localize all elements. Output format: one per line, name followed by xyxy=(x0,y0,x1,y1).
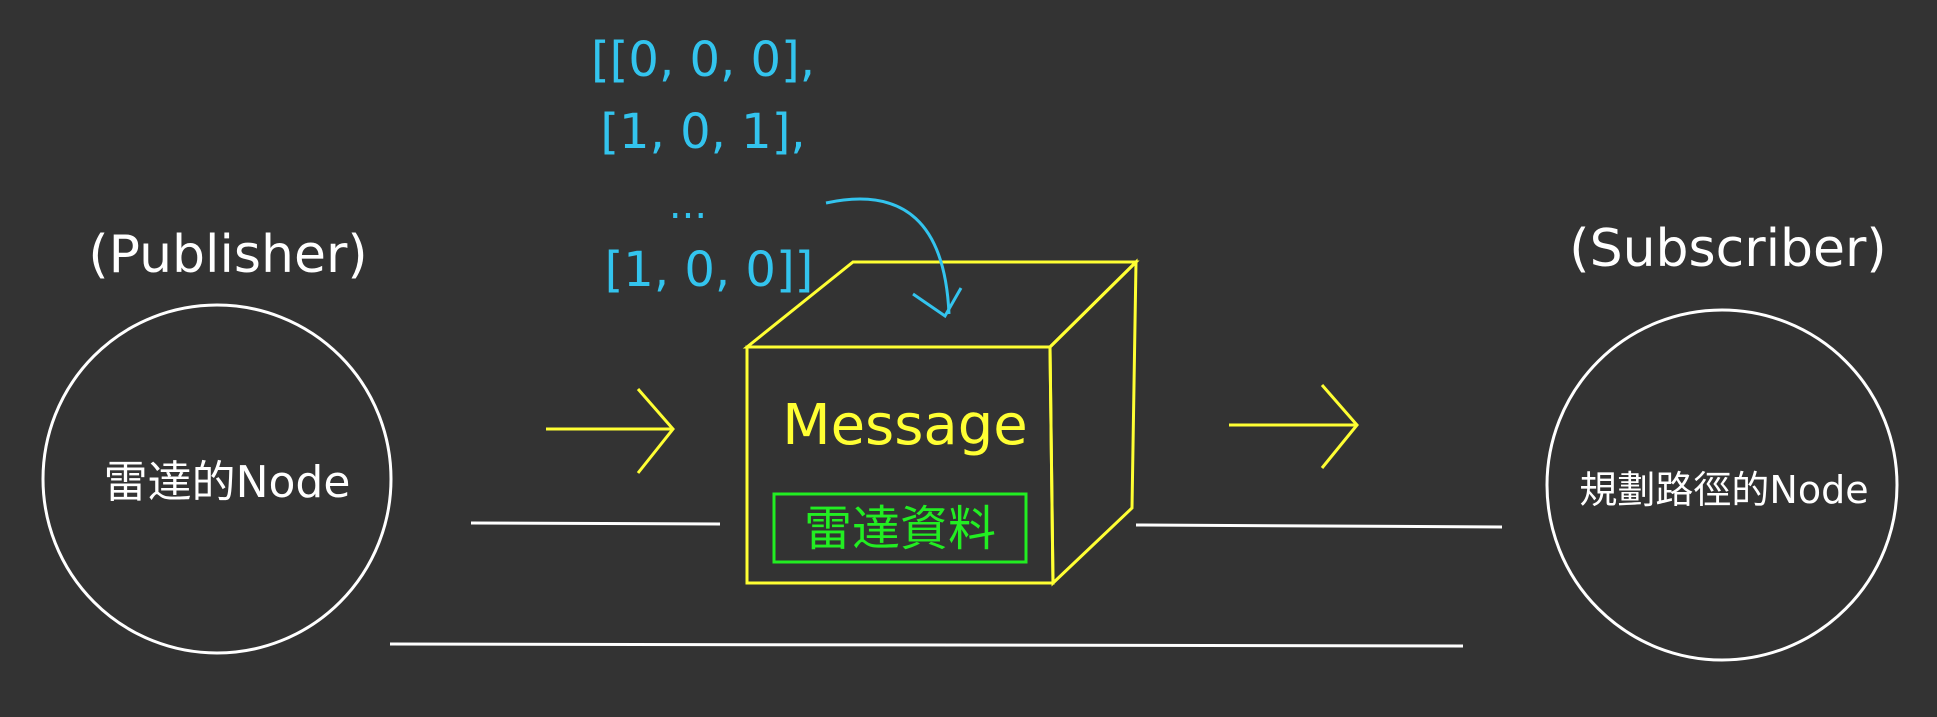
matrix-line-4: [1, 0, 0]] xyxy=(605,242,814,298)
subscriber-node-label: 規劃路徑的Node xyxy=(1579,468,1868,512)
publisher-node-circle[interactable] xyxy=(41,303,393,655)
left-arrow-icon xyxy=(546,388,675,474)
matrix-line-3: ... xyxy=(669,182,707,228)
message-title: Message xyxy=(782,393,1027,458)
publisher-node-label: 雷達的Node xyxy=(104,457,351,508)
message-content-label: 雷達資料 xyxy=(804,501,996,557)
message-content-box xyxy=(772,492,1028,564)
bottom-baseline-line xyxy=(389,642,1464,648)
right-arrow-icon xyxy=(1229,384,1359,469)
subscriber-role-label: (Subscriber) xyxy=(1569,219,1886,279)
matrix-line-1: [[0, 0, 0], xyxy=(591,32,815,88)
data-into-message-arrow-icon xyxy=(825,197,963,319)
right-connector-line xyxy=(1135,523,1503,529)
message-box-side-face xyxy=(1048,258,1138,587)
data-matrix: [[0, 0, 0], [1, 0, 1], ... [1, 0, 0]] xyxy=(591,32,815,298)
subscriber-node-circle[interactable] xyxy=(1545,308,1899,662)
message-box[interactable]: Message 雷達資料 xyxy=(742,258,1140,587)
left-connector-line xyxy=(470,521,721,526)
publisher-role-label: (Publisher) xyxy=(88,225,367,285)
matrix-line-2: [1, 0, 1], xyxy=(600,104,805,160)
